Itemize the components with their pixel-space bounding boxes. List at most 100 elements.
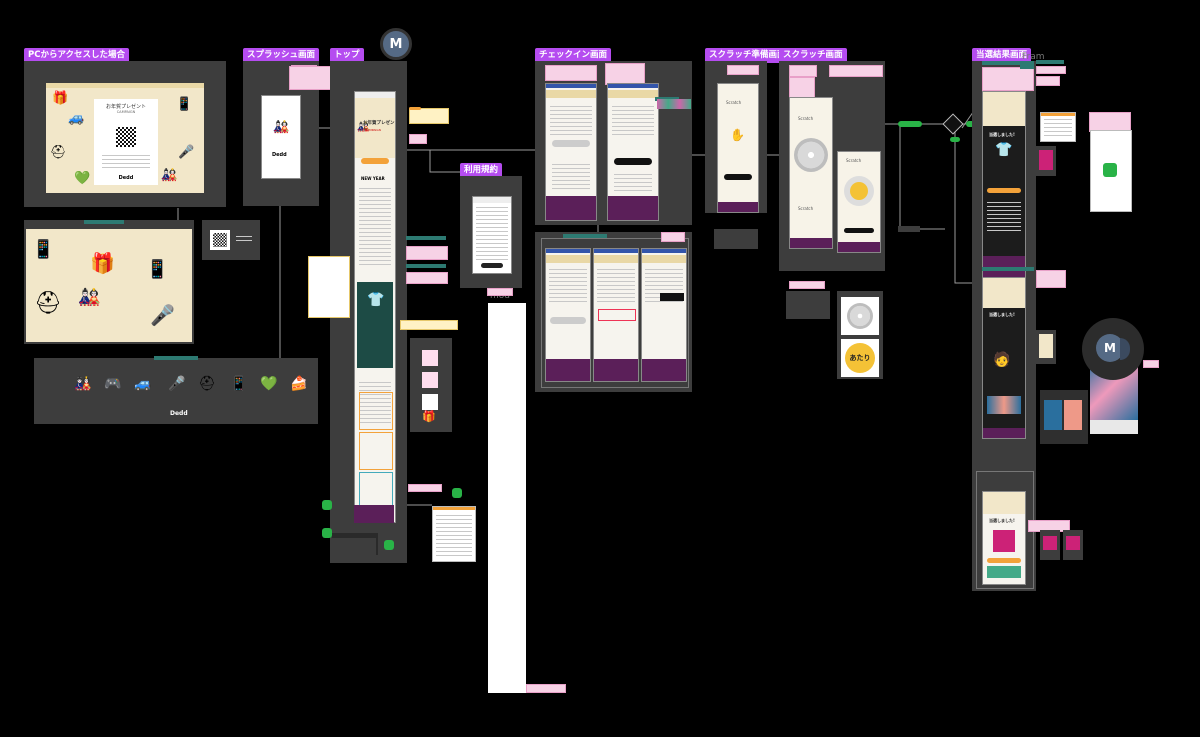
icon-assets-frame[interactable]: 🎎 🎮 🚙 🎤 ⛑ 📱 💚 🍰 Dedd xyxy=(34,356,318,424)
scratch-phone-1: Scratch Scratch xyxy=(789,97,833,249)
avatar-icon: 🧑 xyxy=(993,352,1011,368)
microphone-icon: 🎤 xyxy=(150,303,175,327)
daruma-icon: 🎎 xyxy=(74,376,92,392)
phone-icon: 📱 xyxy=(146,259,169,280)
assets-logo: Dedd xyxy=(170,410,188,417)
terms-phone xyxy=(472,196,512,274)
flow-badge[interactable] xyxy=(452,488,462,498)
phone-icon: 📱 xyxy=(230,376,248,392)
top-new-year: NEW YEAR xyxy=(361,176,385,181)
pc-background-frame[interactable]: 📱 🎁 📱 ⛑ 🎎 🎤 xyxy=(24,220,194,344)
qr-card xyxy=(210,230,230,250)
result-thumb[interactable] xyxy=(1036,330,1056,364)
result-thumb[interactable] xyxy=(1040,530,1060,560)
result-win-title-2: 当選しました! xyxy=(989,312,1015,317)
floating-fram-label: Fram xyxy=(1022,52,1045,62)
cake-icon: 🍰 xyxy=(290,376,308,392)
flow-tag[interactable] xyxy=(898,121,922,127)
section-label-checkin: チェックイン画面 xyxy=(535,48,612,63)
section-label-terms: 利用規約 xyxy=(460,163,503,178)
hit-badge: あたり xyxy=(845,343,875,373)
microphone-icon: 🎤 xyxy=(168,376,186,392)
top-parts-frame[interactable]: 🎁 xyxy=(410,338,452,432)
helmet-icon: ⛑ xyxy=(50,145,67,160)
scratch-prep-variant[interactable] xyxy=(714,229,758,249)
checkin-frame[interactable] xyxy=(535,61,692,225)
car-icon: 🚙 xyxy=(134,376,152,392)
scratch-prep-label: Scratch xyxy=(726,100,742,105)
gift-icon: 🎁 xyxy=(90,251,115,275)
flow-badge[interactable] xyxy=(322,500,332,510)
checkin-variant-3 xyxy=(641,248,687,382)
qr-code xyxy=(213,233,227,247)
checkin-variant-2 xyxy=(593,248,639,382)
daruma-icon: 🎎 xyxy=(357,122,370,133)
scratch-alt-frame[interactable] xyxy=(786,291,830,319)
terms-close-button[interactable] xyxy=(481,263,503,268)
pc-screen: 🎁 🚙 ⛑ 📱 🎤 🎎 💚 お年賀プレゼント CAMPAIGN Dedd xyxy=(46,83,204,193)
result-frame[interactable]: 当選しました! 👕 当選しました! 🧑 当選しました! xyxy=(972,61,1036,591)
section-label-scratch-prep: スクラッチ準備画面 xyxy=(705,48,790,63)
gamepad-icon: 🎮 xyxy=(104,376,122,392)
heart-icon: 💚 xyxy=(74,171,91,186)
result-thumb[interactable] xyxy=(1036,146,1056,176)
scratch-result-frame[interactable]: あたり xyxy=(837,291,883,379)
pc-logo: Dedd xyxy=(118,175,134,181)
scratch-next-button[interactable] xyxy=(844,228,874,233)
top-cta-button[interactable] xyxy=(361,158,389,164)
top-spec-card xyxy=(432,506,476,562)
floating-label: mod xyxy=(490,291,510,301)
scratch-disc[interactable] xyxy=(794,138,828,172)
splash-annotation xyxy=(289,66,331,90)
phone-icon: 📱 xyxy=(176,97,193,112)
flow-badge[interactable] xyxy=(322,528,332,538)
helmet-icon: ⛑ xyxy=(34,291,62,316)
pc-qr-card: お年賀プレゼント CAMPAIGN Dedd xyxy=(94,99,158,185)
result-line-card xyxy=(1090,130,1132,212)
tshirt-icon: 👕 xyxy=(995,142,1013,158)
scratch-start-button[interactable] xyxy=(724,174,752,180)
scratch-frame[interactable]: Scratch Scratch Scratch xyxy=(779,61,885,271)
checkin-button[interactable] xyxy=(552,140,590,147)
checkin-active-button[interactable] xyxy=(614,158,652,165)
gift-icon: 🎁 xyxy=(422,410,436,423)
pc-card-subtitle: CAMPAIGN xyxy=(116,110,136,114)
result-thumb[interactable] xyxy=(1063,530,1083,560)
qr-frame[interactable] xyxy=(202,220,260,260)
result-note-card xyxy=(1040,112,1076,142)
top-phone: 🎎 お年賀プレゼント CAMPAIGN NEW YEAR 👕 xyxy=(354,91,396,523)
daruma-icon: 🎎 xyxy=(78,287,101,308)
footer-variant[interactable] xyxy=(332,538,376,556)
scratch-phone-2: Scratch xyxy=(837,151,881,253)
microphone-icon: 🎤 xyxy=(178,145,195,160)
hand-icon: ✋ xyxy=(730,128,745,142)
splash-logo: Dedd xyxy=(272,152,287,158)
scratch-prep-phone: Scratch ✋ xyxy=(717,83,759,213)
scratch-label-2: Scratch xyxy=(798,206,814,211)
collaborator-avatar-2[interactable]: M xyxy=(1096,334,1124,362)
scratch-prep-frame[interactable]: Scratch ✋ xyxy=(705,61,767,213)
section-label-result: 当選結果画面 xyxy=(972,48,1032,63)
gift-icon: 🎁 xyxy=(52,91,69,106)
qr-code xyxy=(116,127,136,147)
result-orange-button[interactable] xyxy=(987,188,1021,193)
pc-frame[interactable]: 🎁 🚙 ⛑ 📱 🎤 🎎 💚 お年賀プレゼント CAMPAIGN Dedd xyxy=(24,61,226,207)
terms-long-document xyxy=(488,303,526,693)
section-label-pc: PCからアクセスした場合 xyxy=(24,48,130,63)
flow-tag-grey[interactable] xyxy=(898,226,920,232)
result-phone-1: 当選しました! 👕 xyxy=(982,91,1026,279)
flow-tag[interactable] xyxy=(950,137,960,142)
checkin-phone-2 xyxy=(607,83,659,221)
top-title: お年賀プレゼント xyxy=(363,121,395,132)
top-subtitle: CAMPAIGN xyxy=(365,128,381,132)
scratch-disc-scratched[interactable] xyxy=(844,176,874,206)
terms-frame[interactable] xyxy=(460,176,522,288)
flow-badge[interactable] xyxy=(384,540,394,550)
collaborator-avatar[interactable]: M xyxy=(380,28,412,60)
result-win-title-3: 当選しました! xyxy=(989,518,1015,523)
pc-card-title: お年賀プレゼント xyxy=(105,104,146,110)
pc-background-art: 📱 🎁 📱 ⛑ 🎎 🎤 xyxy=(26,229,192,342)
daruma-icon: 🎎 xyxy=(161,168,178,183)
checkin-variants-frame[interactable] xyxy=(535,232,692,392)
checkin-phone-1 xyxy=(545,83,597,221)
